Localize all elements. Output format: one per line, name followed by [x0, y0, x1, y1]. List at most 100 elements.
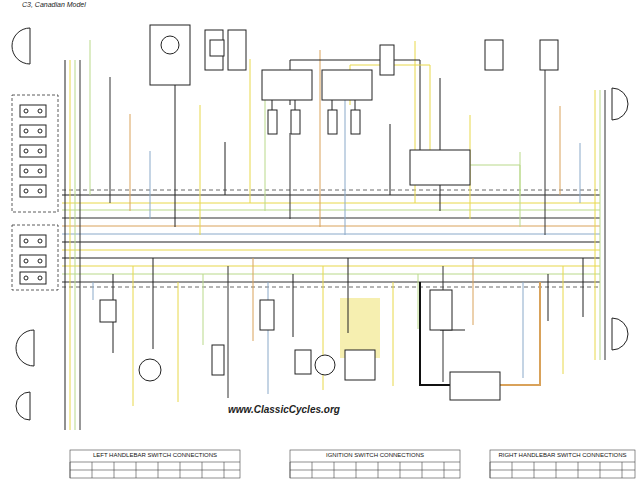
- watermark: www.ClassicCycles.org: [228, 404, 340, 415]
- lamp-symbol: [612, 318, 628, 350]
- switch-contact: [24, 149, 28, 153]
- connector-block: [212, 345, 224, 375]
- wire: [290, 133, 291, 219]
- switch-contact: [24, 239, 28, 243]
- switch-contact: [38, 109, 42, 113]
- headlight-symbol: [12, 28, 30, 64]
- switch-block: [20, 272, 46, 284]
- connection-table: [290, 450, 460, 478]
- wire: [418, 274, 419, 329]
- wire: [320, 50, 321, 227]
- wire: [12, 95, 58, 212]
- wire: [62, 241, 600, 242]
- ignition-coil: [322, 70, 372, 100]
- wire: [583, 258, 584, 317]
- wire: [110, 77, 111, 203]
- wire: [62, 234, 600, 235]
- wire: [65, 60, 66, 430]
- wire: [580, 143, 581, 203]
- wire: [62, 194, 600, 195]
- wire: [563, 266, 564, 374]
- switch-contact: [38, 189, 42, 193]
- wire: [595, 90, 596, 360]
- switch-contact: [24, 276, 28, 280]
- spark-plug: [328, 110, 337, 134]
- connection-table: [490, 450, 635, 478]
- fuse-box: [430, 290, 452, 330]
- wire: [150, 151, 151, 219]
- wire: [62, 287, 600, 288]
- switch-block: [20, 105, 46, 117]
- switch-contact: [24, 109, 28, 113]
- wire: [62, 190, 600, 191]
- switch-block: [20, 145, 46, 157]
- model-note: C3, Canadian Model: [22, 1, 86, 8]
- connector-block: [260, 300, 274, 330]
- switch-contact: [24, 129, 28, 133]
- wire: [70, 60, 71, 430]
- connection-table: [70, 450, 240, 478]
- wire: [62, 250, 600, 251]
- wire: [62, 282, 600, 283]
- spark-plug: [351, 110, 360, 134]
- wire: [62, 210, 600, 211]
- wire: [560, 106, 561, 195]
- switch-contact: [24, 189, 28, 193]
- table-heading: RIGHT HANDLEBAR SWITCH CONNECTIONS: [493, 452, 632, 459]
- wire: [153, 258, 154, 349]
- wire: [600, 90, 601, 360]
- wire: [345, 87, 346, 235]
- table-heading: LEFT HANDLEBAR SWITCH CONNECTIONS: [73, 452, 237, 459]
- lamp-symbol: [16, 330, 34, 366]
- wire: [178, 282, 179, 402]
- meter-box: [150, 25, 190, 85]
- wire: [75, 60, 76, 430]
- table-heading: IGNITION SWITCH CONNECTIONS: [293, 452, 457, 459]
- component-group: [12, 25, 628, 420]
- spark-plug: [291, 110, 300, 134]
- sensor-box: [295, 350, 311, 374]
- wire: [225, 142, 226, 195]
- igniter-box: [410, 150, 470, 185]
- wire: [62, 274, 600, 275]
- wire: [253, 258, 254, 341]
- wire: [420, 282, 455, 385]
- connector-block: [205, 30, 223, 70]
- switch-contact: [38, 169, 42, 173]
- wire: [175, 68, 176, 227]
- switch-contact: [38, 149, 42, 153]
- wire: [268, 282, 269, 394]
- wire: [62, 258, 600, 259]
- ignition-coil: [262, 70, 312, 100]
- switch-block: [20, 235, 46, 247]
- switch-block: [20, 165, 46, 177]
- wire: [390, 124, 391, 195]
- wire: [90, 40, 91, 195]
- wire: [293, 274, 294, 337]
- wire: [250, 59, 251, 203]
- table-heading-box: RIGHT HANDLEBAR SWITCH CONNECTIONS: [490, 451, 635, 460]
- wire: [62, 217, 600, 218]
- switch-block: [20, 255, 46, 267]
- relay-box: [485, 40, 503, 70]
- horn-symbol: [139, 359, 161, 381]
- wire: [272, 100, 273, 110]
- switch-contact: [38, 239, 42, 243]
- wire: [332, 100, 333, 110]
- table-heading-box: LEFT HANDLEBAR SWITCH CONNECTIONS: [70, 451, 240, 460]
- wire: [440, 78, 441, 211]
- wire: [200, 105, 201, 235]
- connector-block: [210, 40, 224, 56]
- regulator-box: [380, 45, 394, 75]
- switch-contact: [24, 169, 28, 173]
- wire: [500, 282, 540, 385]
- wire: [523, 282, 524, 378]
- wire: [62, 265, 600, 266]
- wire: [548, 274, 549, 321]
- spark-plug: [268, 110, 277, 134]
- switch-contact: [24, 259, 28, 263]
- wire: [348, 258, 349, 333]
- gauge-symbol: [161, 36, 179, 54]
- wire: [545, 69, 546, 235]
